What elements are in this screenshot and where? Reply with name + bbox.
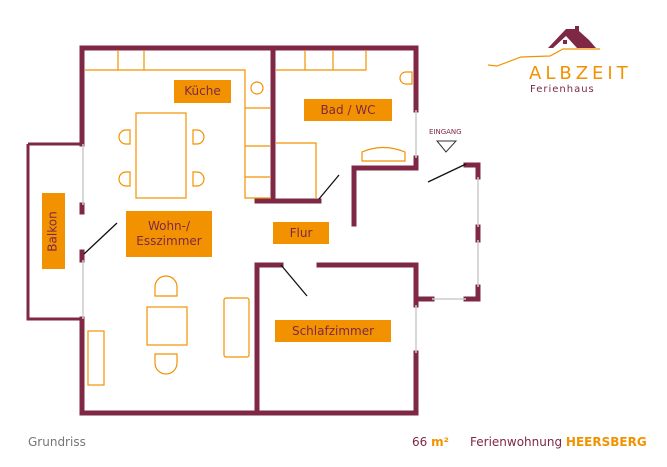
logo-house-icon: [487, 26, 600, 67]
windows: [82, 110, 479, 353]
apartment-name: HEERSBERG: [565, 435, 647, 449]
logo-name: ALBZEIT: [529, 63, 632, 84]
entrance-label: EINGANG: [429, 128, 462, 136]
footer-area: 66 m²: [412, 435, 449, 449]
area-value: 66: [412, 435, 428, 449]
entrance-marker-icon: [435, 140, 458, 153]
room-label-kitchen: Küche: [174, 80, 231, 103]
footer-caption: Grundriss: [28, 435, 86, 449]
room-label-living: Wohn-/ Esszimmer: [126, 211, 212, 257]
doors: [83, 163, 467, 297]
footer-apartment: Ferienwohnung HEERSBERG: [470, 435, 647, 449]
apartment-prefix: Ferienwohnung: [470, 435, 563, 449]
room-label-bath: Bad / WC: [304, 99, 392, 121]
area-unit: m²: [431, 435, 449, 449]
furniture: [85, 50, 413, 386]
balcony-text: Balkon: [46, 210, 61, 252]
room-label-balcony: Balkon: [42, 193, 65, 269]
logo-tagline: Ferienhaus: [530, 84, 595, 95]
room-label-hall: Flur: [273, 222, 329, 244]
walls: [26, 45, 481, 416]
room-label-bedroom: Schlafzimmer: [275, 320, 391, 342]
